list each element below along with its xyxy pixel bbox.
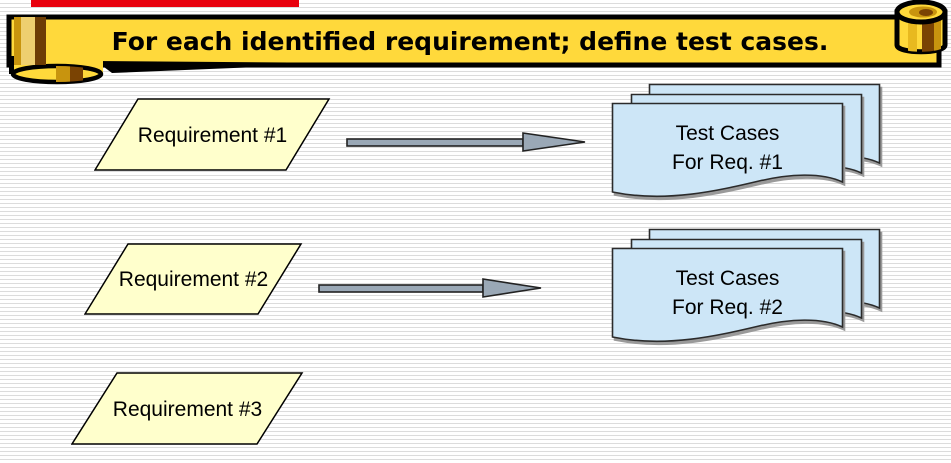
scroll-left-roll xyxy=(9,17,104,85)
top-red-bar xyxy=(31,0,299,7)
test-cases-1-label: Test Cases For Req. #1 xyxy=(611,119,844,177)
parallelogram-3-graphic xyxy=(71,372,304,445)
requirement-shape-1: Requirement #1 xyxy=(94,98,331,172)
test-cases-2-line1: Test Cases xyxy=(675,267,780,290)
test-cases-1-line2: For Req. #1 xyxy=(672,151,783,174)
scroll-curl-shadow xyxy=(96,61,356,73)
arrow-2-icon xyxy=(318,278,542,298)
requirement-2-label: Requirement #2 xyxy=(118,268,269,291)
test-cases-2-doc-front xyxy=(611,247,844,343)
scroll-band xyxy=(6,14,942,68)
scroll-right-roll xyxy=(894,0,948,55)
test-cases-2-label: Test Cases For Req. #2 xyxy=(611,264,844,322)
test-cases-1-line1: Test Cases xyxy=(675,122,780,145)
parallelogram-2-graphic xyxy=(84,243,303,315)
requirement-3-label: Requirement #3 xyxy=(112,397,263,421)
parallelogram-1-graphic xyxy=(94,98,331,171)
requirement-1-label: Requirement #1 xyxy=(137,123,288,147)
banner-scroll-graphic xyxy=(6,0,948,85)
requirement-shape-3: Requirement #3 xyxy=(71,372,304,446)
banner-title: For each identified requirement; define … xyxy=(111,26,829,56)
arrow-1-icon xyxy=(346,132,586,152)
test-cases-1-doc-front xyxy=(611,102,844,198)
requirement-shape-2: Requirement #2 xyxy=(84,243,303,316)
test-cases-2-line2: For Req. #2 xyxy=(672,296,783,319)
